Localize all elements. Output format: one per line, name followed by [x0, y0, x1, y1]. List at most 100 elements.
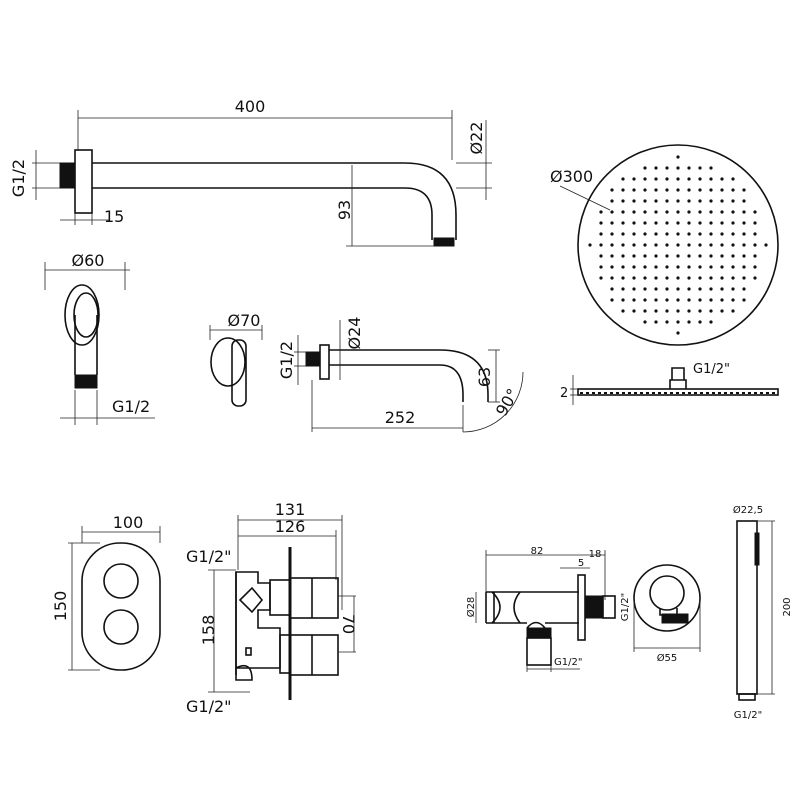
arm-pipe [92, 162, 457, 240]
nozzle-dot [610, 221, 614, 225]
nozzle-dot [643, 232, 647, 236]
nozzle-dot [665, 232, 669, 236]
elbow-flange-label: 18 [589, 549, 602, 560]
nozzle-dot [676, 188, 680, 192]
nozzle-dot [709, 188, 713, 192]
nozzle-dot [698, 199, 702, 203]
nozzle-dot [665, 199, 669, 203]
nozzle-dot [709, 166, 713, 170]
arm-diameter-label: Ø22 [467, 122, 486, 155]
nozzle-dot [632, 287, 636, 291]
nozzle-dot [720, 177, 724, 181]
nozzle-dot [676, 210, 680, 214]
elbow-bottom-thread-label: G1/2" [554, 657, 582, 668]
nozzle-dot [742, 298, 746, 302]
nozzle-dot [731, 177, 735, 181]
nozzle-dot [632, 221, 636, 225]
nozzle-dot [632, 243, 636, 247]
nozzle-dot [742, 232, 746, 236]
nozzle-dot [753, 232, 757, 236]
shower-arm: 400 G1/2 15 93 Ø22 [9, 97, 492, 247]
lower-handle [103, 609, 139, 645]
nozzle-dot [698, 298, 702, 302]
nozzle-dot [709, 199, 713, 203]
nozzle-dot [665, 221, 669, 225]
nozzle-dot [632, 298, 636, 302]
nozzle-dot [709, 210, 713, 214]
nozzle-dot [643, 243, 647, 247]
nozzle-dot [643, 188, 647, 192]
arm-thread [59, 162, 76, 189]
nozzle-dot [687, 166, 691, 170]
nozzle-dot [687, 199, 691, 203]
nozzle-dot [599, 232, 603, 236]
shower-head-face [577, 144, 779, 346]
nozzle-dot [764, 243, 768, 247]
nozzle-dot [687, 309, 691, 313]
nozzle-dot [610, 287, 614, 291]
spout-diameter-label: Ø24 [345, 317, 364, 350]
nozzle-dot [665, 265, 669, 269]
nozzle-dot [687, 298, 691, 302]
elbow-side-thread-label: G1/2" [620, 593, 631, 621]
valve-thread-top-label: G1/2" [186, 547, 232, 566]
arm-length-label: 400 [235, 97, 266, 116]
nozzle-dot [632, 276, 636, 280]
nozzle-dot [665, 287, 669, 291]
nozzle-dot [698, 309, 702, 313]
nozzle-dot [654, 254, 658, 258]
nozzle-dot [731, 287, 735, 291]
nozzle-dot [676, 166, 680, 170]
nozzle-dot [654, 243, 658, 247]
nozzle-dot [621, 309, 625, 313]
nozzle-dot [698, 265, 702, 269]
nozzle-dot [698, 166, 702, 170]
nozzle-dot [643, 309, 647, 313]
nozzle-dot [643, 210, 647, 214]
nozzle-dot [632, 309, 636, 313]
nozzle-dot [610, 298, 614, 302]
nozzle-dot [676, 298, 680, 302]
nozzle-dot [632, 232, 636, 236]
nozzle-dot [742, 210, 746, 214]
nozzle-dot [698, 188, 702, 192]
nozzle-dot [731, 298, 735, 302]
nozzle-dot [698, 210, 702, 214]
nozzle-dot [643, 276, 647, 280]
nozzle-dot [698, 254, 702, 258]
nozzle-dot [676, 221, 680, 225]
nozzle-dot [753, 265, 757, 269]
nozzle-dot [720, 243, 724, 247]
valve-body-view: 131 126 G1/2" G1/2" 158 70 [186, 500, 358, 716]
nozzle-dot [621, 287, 625, 291]
nozzle-dot [665, 254, 669, 258]
nozzle-dot [632, 199, 636, 203]
nozzle-dot [742, 221, 746, 225]
nozzle-dot [654, 276, 658, 280]
nozzle-dot [665, 177, 669, 181]
nozzle-dot [698, 232, 702, 236]
nozzle-dot [654, 265, 658, 269]
elbow-diameter-label: Ø28 [465, 597, 477, 618]
valve-spacing-label: 70 [339, 614, 358, 634]
nozzle-dot [731, 221, 735, 225]
arm-drop-label: 93 [335, 200, 354, 220]
nozzle-dot [621, 199, 625, 203]
nozzle-dot [665, 166, 669, 170]
nozzle-dot [742, 265, 746, 269]
nozzle-dot [621, 232, 625, 236]
nozzle-dot [720, 232, 724, 236]
shower-nozzles [588, 155, 768, 335]
nozzle-dot [676, 309, 680, 313]
nozzle-dot [599, 254, 603, 258]
nozzle-dot [654, 166, 658, 170]
nozzle-dot [643, 287, 647, 291]
nozzle-dot [753, 243, 757, 247]
nozzle-dot [698, 276, 702, 280]
nozzle-dot [687, 243, 691, 247]
nozzle-dot [610, 232, 614, 236]
plate-width-label: 100 [113, 513, 144, 532]
nozzle-dot [709, 254, 713, 258]
